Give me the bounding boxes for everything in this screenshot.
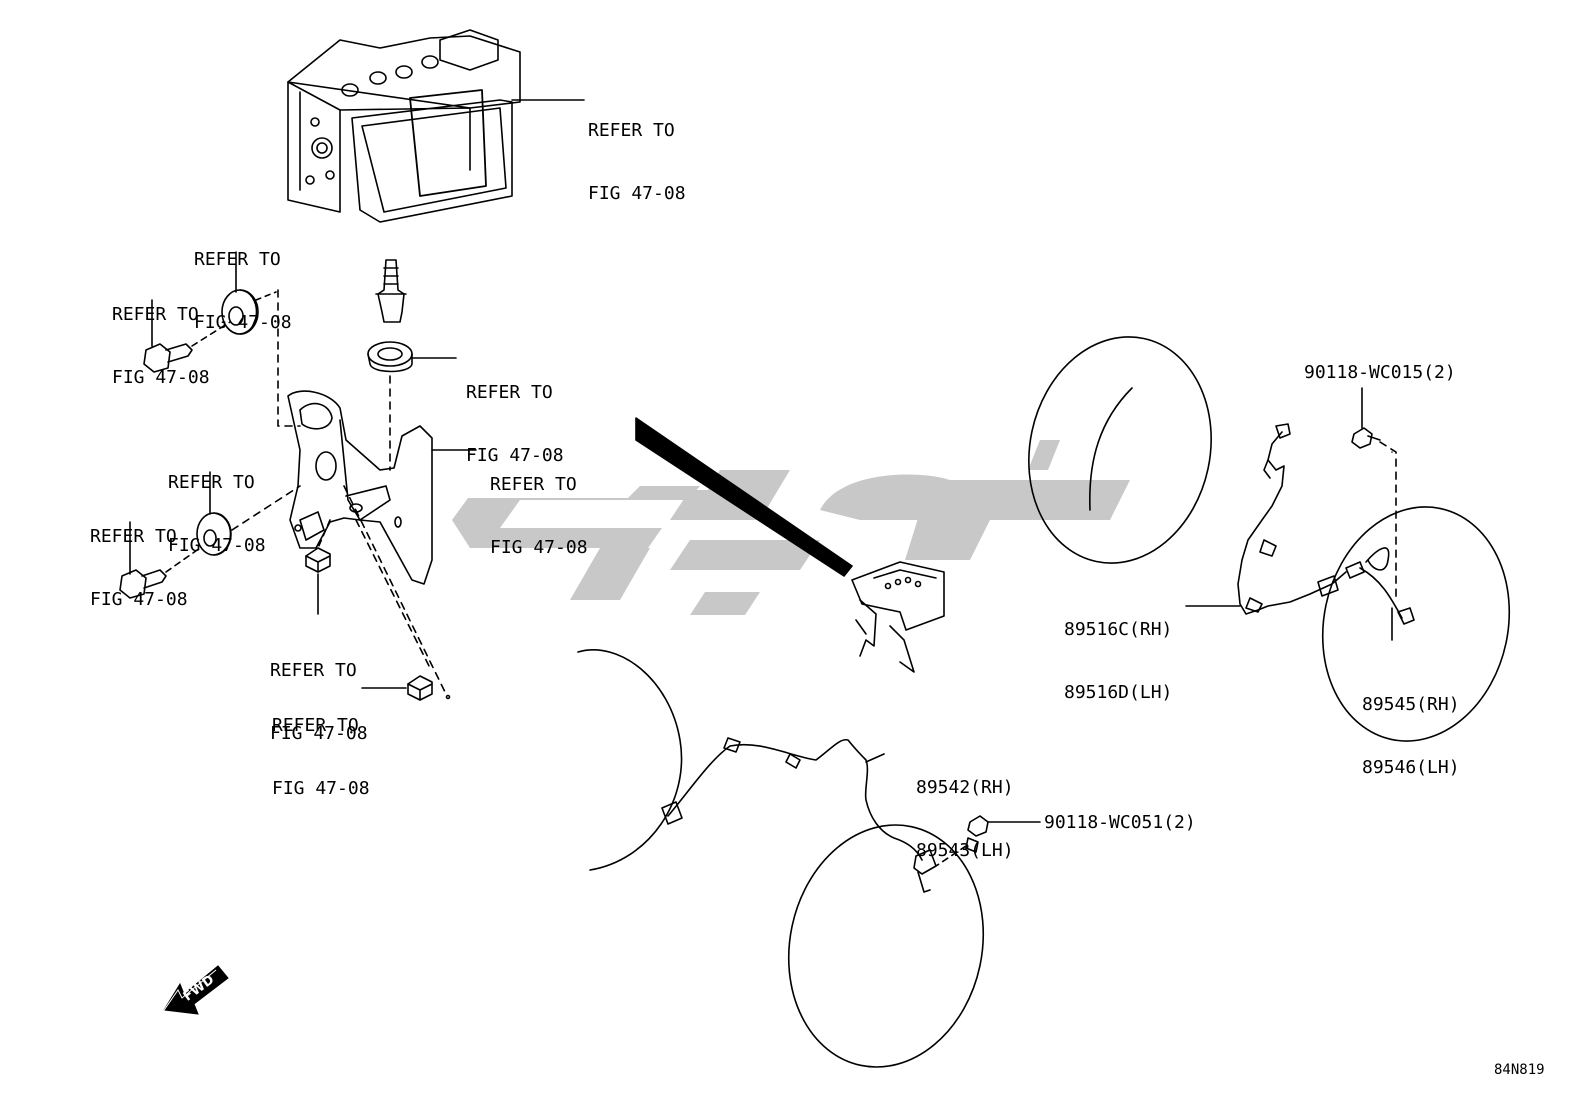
grommet-lower (196, 471, 232, 556)
part-rear-harness[interactable]: 89516C(RH) 89516D(LH) (1064, 577, 1172, 745)
nut-upper (305, 519, 331, 615)
callout-nut-lower-line2: FIG 47-08 (272, 778, 370, 799)
callout-bracket-line1: REFER TO (490, 474, 577, 495)
front-bolt (935, 815, 1041, 867)
figure-code: 84N819 (1494, 1062, 1545, 1078)
callout-bolt-lower[interactable]: REFER TO FIG 47-08 (90, 484, 188, 652)
callout-stud-grommet-line2: FIG 47-08 (466, 445, 564, 466)
callout-nut-lower-line1: REFER TO (272, 715, 359, 736)
abs-actuator (287, 29, 585, 223)
rear-wheel-lower (1321, 506, 1511, 742)
rear-wheel-upper (1028, 336, 1212, 564)
part-front-sensor-rh: 89542(RH) (916, 777, 1014, 798)
callout-nut-upper[interactable]: REFER TO FIG 47-08 (270, 618, 368, 786)
part-rear-sensor[interactable]: 89545(RH) 89546(LH) (1362, 652, 1460, 820)
rear-sensor (1345, 547, 1415, 641)
part-rear-sensor-rh: 89545(RH) (1362, 694, 1460, 715)
callout-abs-unit-line2: FIG 47-08 (588, 183, 686, 204)
callout-bracket-line2: FIG 47-08 (490, 537, 588, 558)
guide-line-upper (277, 289, 301, 427)
part-rear-bolt[interactable]: 90118-WC015(2) (1304, 362, 1456, 383)
part-front-bolt[interactable]: 90118-WC051(2) (1044, 812, 1196, 833)
location-pointer (635, 417, 853, 577)
callout-bolt-lower-line2: FIG 47-08 (90, 589, 188, 610)
callout-abs-unit[interactable]: REFER TO FIG 47-08 (588, 78, 686, 246)
callout-nut-upper-line2: FIG 47-08 (270, 723, 368, 744)
grommet-upper (221, 251, 259, 335)
part-rear-harness-rh: 89516C(RH) (1064, 619, 1173, 640)
callout-grommet-upper-line2: FIG 47-08 (194, 312, 292, 333)
callout-grommet-upper[interactable]: REFER TO FIG 47-08 (194, 207, 292, 375)
bolt-upper (143, 291, 277, 373)
front-wheel-right (787, 824, 985, 1068)
callout-bolt-upper[interactable]: REFER TO FIG 47-08 (112, 262, 210, 430)
bolt-lower (119, 485, 301, 599)
part-rear-sensor-lh: 89546(LH) (1362, 757, 1460, 778)
stud-bolt (375, 259, 407, 323)
rear-bolt (1351, 387, 1397, 599)
callout-abs-unit-line1: REFER TO (588, 120, 675, 141)
fwd-arrow-icon (159, 965, 229, 1017)
callout-bolt-upper-line1: REFER TO (112, 304, 199, 325)
callout-bolt-upper-line2: FIG 47-08 (112, 367, 210, 388)
callout-stud-grommet-line1: REFER TO (466, 382, 553, 403)
callout-bracket[interactable]: REFER TO FIG 47-08 (490, 432, 588, 600)
callout-grommet-lower-line2: FIG 47-08 (168, 535, 266, 556)
part-front-sensor-lh: 89543(LH) (916, 840, 1014, 861)
callout-grommet-lower-line1: REFER TO (168, 472, 255, 493)
front-sensor (661, 737, 937, 893)
callout-bolt-lower-line1: REFER TO (90, 526, 177, 547)
part-rear-harness-lh: 89516D(LH) (1064, 682, 1173, 703)
nut-lower (343, 485, 451, 701)
callout-grommet-lower[interactable]: REFER TO FIG 47-08 (168, 430, 266, 598)
part-front-sensor[interactable]: 89542(RH) 89543(LH) (916, 735, 1014, 903)
grommet-center (367, 341, 457, 471)
front-wheel-left (577, 649, 683, 871)
rear-harness (1185, 423, 1347, 615)
callout-nut-upper-line1: REFER TO (270, 660, 357, 681)
callout-nut-lower[interactable]: REFER TO FIG 47-08 (272, 673, 370, 841)
abs-bracket (287, 390, 477, 585)
callout-stud-grommet[interactable]: REFER TO FIG 47-08 (466, 340, 564, 508)
callout-grommet-upper-line1: REFER TO (194, 249, 281, 270)
abs-location-thumbnail (851, 561, 945, 673)
